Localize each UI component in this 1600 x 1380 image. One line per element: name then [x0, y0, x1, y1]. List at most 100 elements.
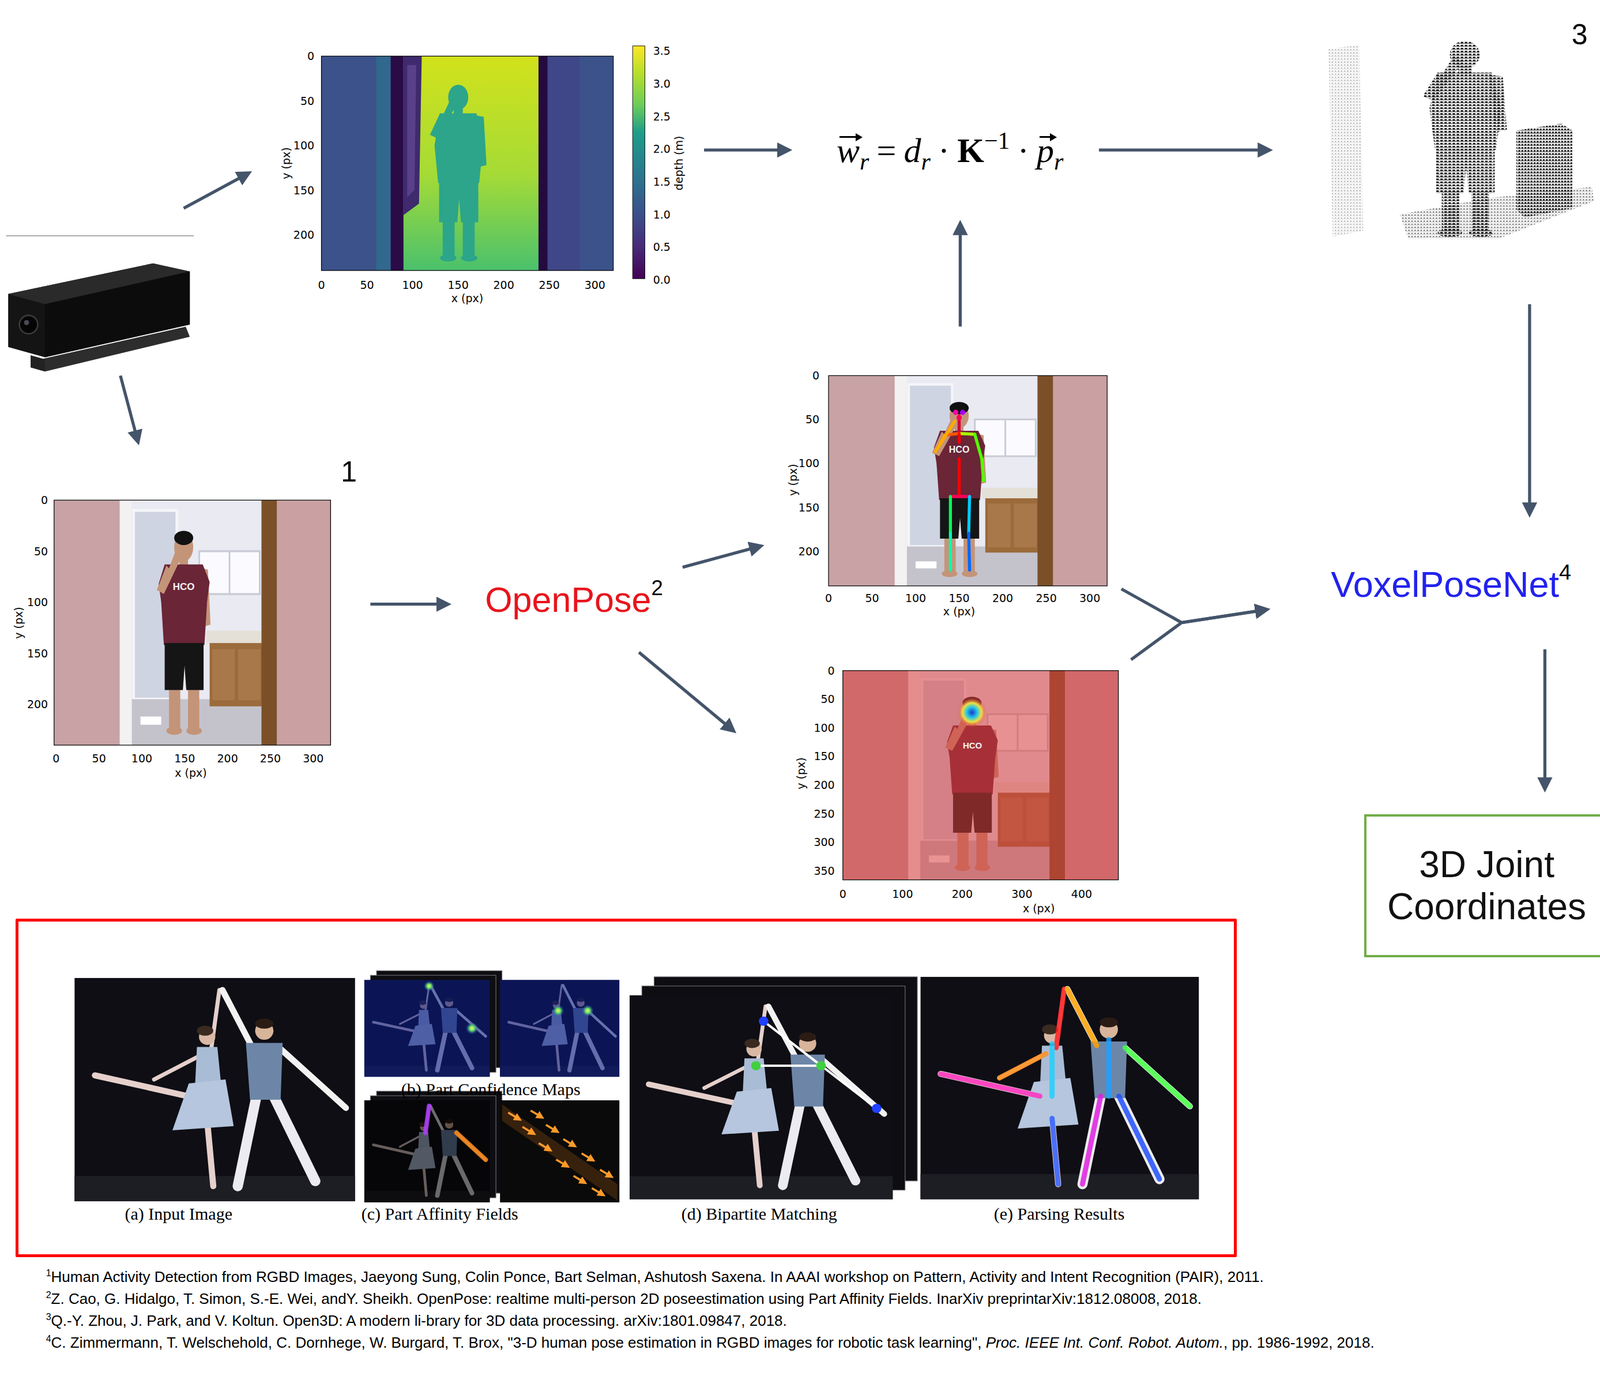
flow-arrow [370, 602, 447, 606]
openpose-figure-part [364, 1100, 491, 1203]
openpose-figure-part-part [816, 1060, 827, 1071]
openpose-figure-part-part [364, 1100, 491, 1203]
footnote-ref: 4 [1559, 559, 1572, 585]
flow-arrow [1098, 148, 1269, 152]
flow-arrow [1121, 588, 1266, 623]
tick-label: 150 [798, 501, 820, 514]
model-label: OpenPose2 [464, 569, 684, 627]
shirt-print: HCO [949, 444, 970, 455]
tick-label: 150 [813, 750, 835, 763]
footnote-text: Proc. IEEE Int. Conf. Robot. Autom. [985, 1333, 1224, 1351]
openpose-figure-part-part [871, 1103, 882, 1113]
heatmap-plot: 050100150200250300350y (px)0100200300400… [787, 658, 1125, 919]
tick-label: 0 [812, 369, 820, 382]
skeleton-image-part-part [950, 494, 970, 498]
openpose-figure-part-part [563, 1138, 574, 1146]
openpose-figure-part-part [940, 1073, 1040, 1097]
heatmap-image-part-part [957, 697, 987, 728]
kinect-sensor [6, 235, 195, 372]
heatmap-image-part [842, 670, 1119, 880]
colorbar-label: 1.5 [653, 175, 671, 188]
tick-label: 150 [27, 646, 48, 660]
openpose-figure-part [920, 976, 1199, 1200]
tick-label: 250 [539, 278, 560, 291]
equation-term: K [957, 131, 985, 170]
callout-number: 1 [340, 455, 357, 488]
tick-label: 200 [798, 544, 820, 557]
flow-arrow [1543, 649, 1547, 788]
openpose-figure-part [507, 1110, 611, 1195]
model-label: VoxelPoseNet4 [1305, 554, 1596, 612]
openpose-figure-part-part [1056, 988, 1065, 1048]
colorbar-label: 0.5 [653, 241, 671, 254]
rgb-image-part [54, 499, 331, 745]
point-cloud-part [1328, 44, 1364, 237]
tick-label: 0 [839, 887, 847, 901]
tick-label: 0 [40, 494, 48, 507]
output-box: 3D Joint Coordinates [1364, 814, 1600, 958]
tick-label: 200 [27, 698, 48, 711]
flow-arrow [638, 652, 733, 730]
footnote-text: Z. Cao, G. Hidalgo, T. Simon, S.-E. Wei,… [51, 1289, 1202, 1308]
axis-label: y (px) [795, 757, 808, 790]
skeleton-image-part-part [968, 496, 970, 534]
tick-label: 0 [52, 751, 60, 764]
openpose-figure-part-part [999, 1053, 1046, 1078]
openpose-figure-part-part [1106, 1039, 1112, 1097]
tick-label: 100 [27, 596, 48, 609]
openpose-figure-part-part [423, 980, 435, 992]
model-name: OpenPose [484, 580, 651, 620]
heatmap-image-part [842, 670, 1119, 880]
axis-label: y (px) [787, 463, 800, 496]
rgb-plot: 1050100150200y (px)050100150200250300x (… [4, 449, 364, 789]
colorbar-label: 3.0 [653, 77, 671, 90]
openpose-figure-part-part [1067, 988, 1097, 1046]
depth-image-part [321, 55, 613, 271]
depth-image-part [321, 55, 613, 271]
openpose-figure-part-part [499, 979, 620, 1077]
point-cloud [1328, 40, 1594, 239]
footnote: 4C. Zimmermann, T. Welschehold, C. Dornh… [46, 1331, 1596, 1354]
openpose-figure-part-part [1082, 1096, 1101, 1185]
openpose-figure-part-part [755, 1021, 877, 1109]
flow-arrow [682, 546, 760, 567]
tick-label: 200 [992, 592, 1014, 605]
openpose-figure-part-part [1052, 1117, 1059, 1184]
openpose-figure-part-part [465, 1022, 479, 1035]
openpose-figure-part [940, 988, 1190, 1184]
openpose-figure-part-part [1124, 1047, 1190, 1107]
footnote: 2Z. Cao, G. Hidalgo, T. Simon, S.-E. Wei… [46, 1287, 1596, 1310]
depth-image [321, 46, 645, 280]
flow-arrow [704, 148, 788, 152]
tick-label: 50 [805, 413, 820, 426]
footnote-text: , pp. 1986-1992, 2018. [1223, 1333, 1375, 1351]
axis-label: y (px) [279, 147, 292, 179]
heatmap-image-part-part [842, 670, 1119, 880]
flow-arrow [1527, 303, 1531, 513]
openpose-figure-part-part [456, 1132, 487, 1160]
tick-label: 0 [307, 50, 315, 63]
tick-label: 250 [260, 751, 281, 764]
footnotes: 1Human Activity Detection from RGBD Imag… [46, 1265, 1596, 1354]
footnote-ref: 2 [650, 576, 663, 600]
tick-label: 100 [293, 139, 315, 152]
tick-label: 100 [813, 721, 835, 734]
footnote-text: Human Activity Detection from RGBD Image… [51, 1267, 1264, 1286]
tick-label: 200 [951, 887, 973, 901]
openpose-figure-part-part [530, 1110, 541, 1117]
footnote: 3Q.-Y. Zhou, J. Park, and V. Koltun. Ope… [46, 1309, 1596, 1332]
point-cloud-panel: 3 [1321, 12, 1599, 246]
skeleton-image-part-part [968, 533, 970, 571]
tick-label: 300 [1079, 592, 1101, 605]
point-cloud-part [1516, 123, 1573, 218]
skeleton-image-part-part [949, 533, 952, 571]
skeleton-image [828, 375, 1108, 586]
equation-term: · [938, 131, 950, 170]
tick-label: 200 [217, 751, 239, 764]
tick-label: 50 [92, 751, 107, 764]
equation-term: d [904, 131, 922, 170]
kinect-sensor-part [40, 326, 190, 372]
